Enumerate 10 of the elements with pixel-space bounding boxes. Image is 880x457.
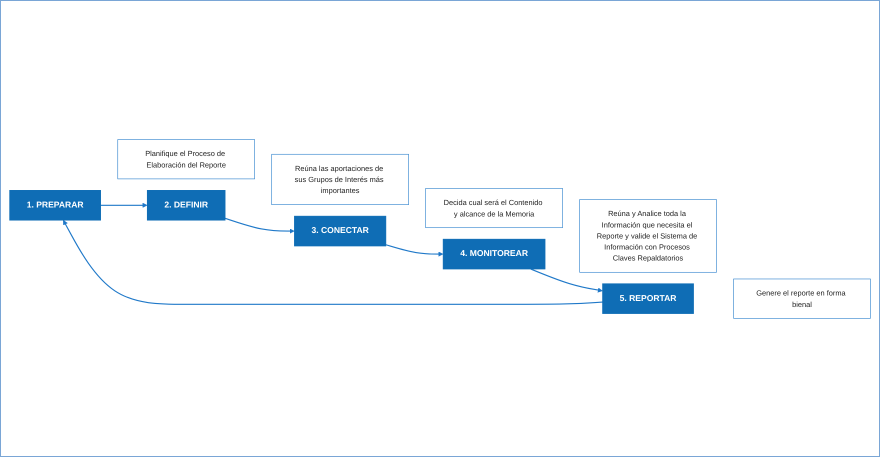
arrow (530, 268, 603, 292)
node-box: 5. REPORTAR (602, 282, 694, 314)
arrow (224, 217, 295, 234)
arrow (386, 244, 444, 256)
node-box: 1. PREPARAR (9, 190, 101, 220)
node-box: 4. MONITOREAR (442, 238, 546, 269)
arrow (100, 202, 148, 208)
node-box: 3. CONECTAR (294, 215, 386, 246)
arrow (63, 220, 603, 304)
node-box: 2. DEFINIR (146, 190, 226, 220)
